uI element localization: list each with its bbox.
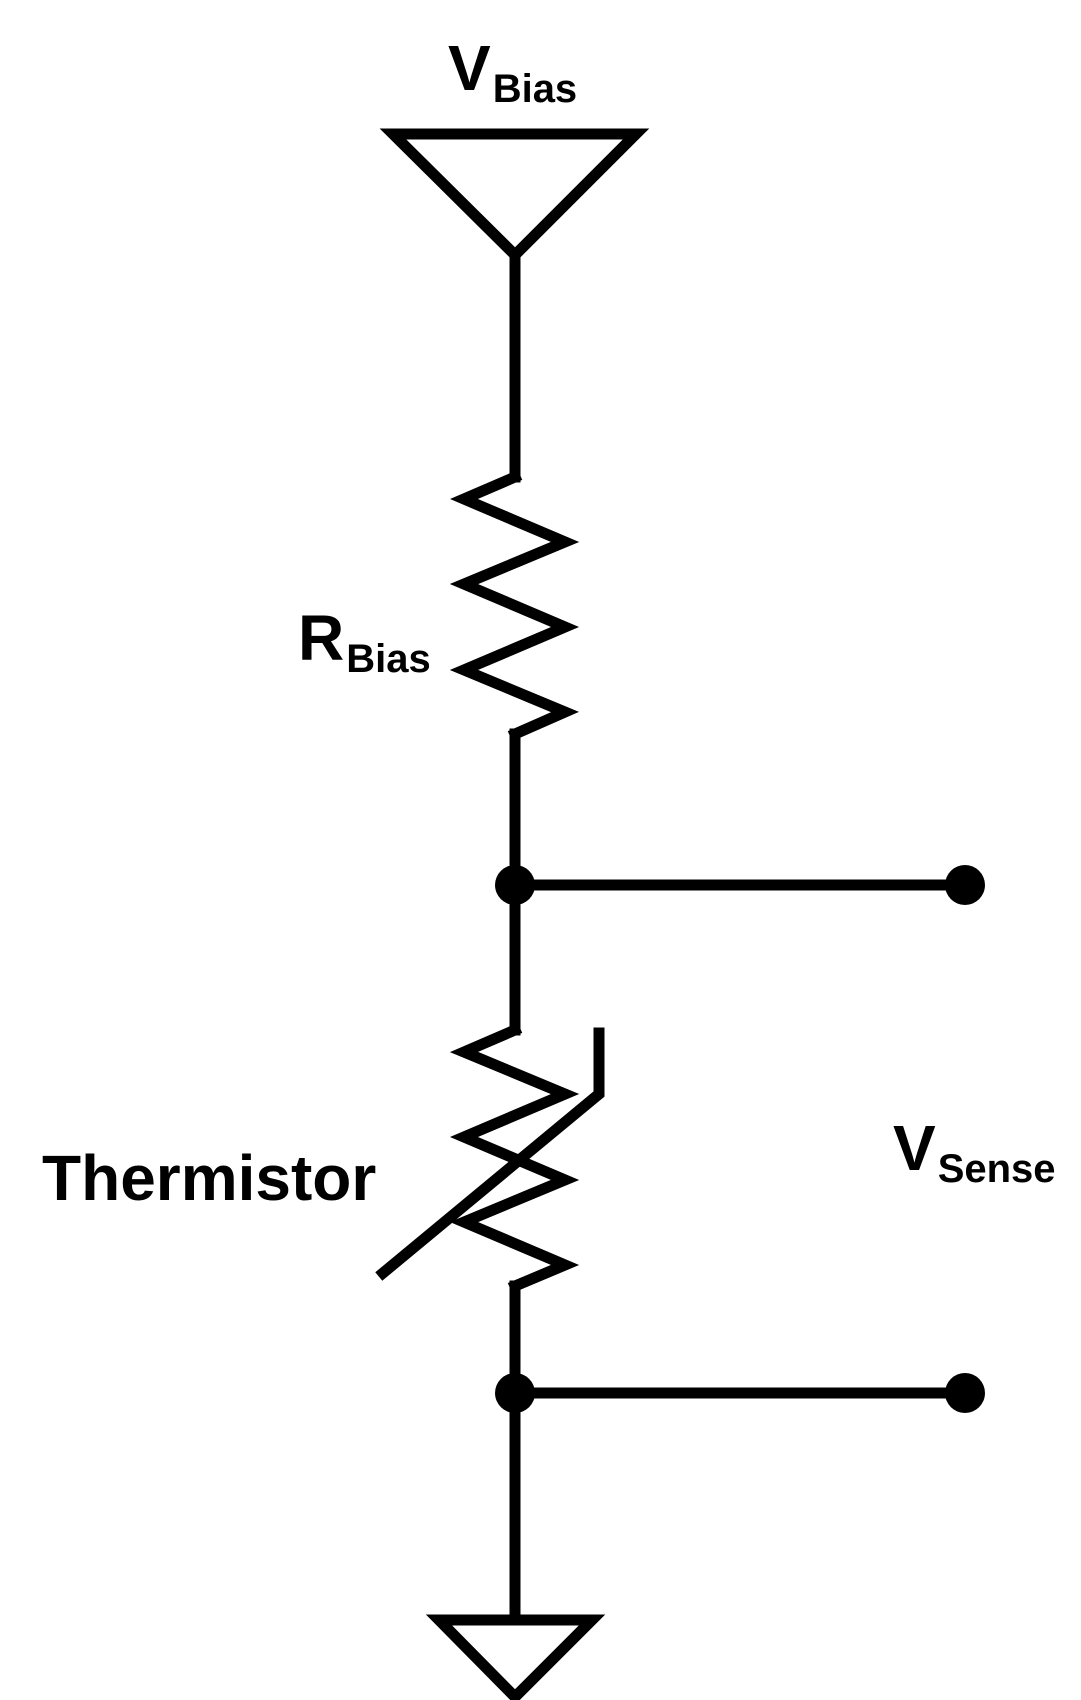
thermistor-label: Thermistor [42,1142,376,1214]
v-sense-label: VSense [893,1112,1056,1191]
v-sense-main: V [893,1112,936,1184]
bias-resistor-symbol [449,469,580,742]
supply-triangle-symbol [379,128,650,263]
v-bias-main: V [448,32,491,104]
v-sense-sub: Sense [938,1147,1056,1191]
thermistor-temperature-slash [375,1027,605,1281]
upper-output-terminal[interactable] [945,865,985,905]
lower-output-terminal[interactable] [945,1373,985,1413]
v-bias-label: VBias [448,32,577,111]
ground-triangle-symbol [425,1614,606,1700]
r-bias-sub: Bias [346,637,431,681]
v-bias-sub: Bias [493,67,578,111]
r-bias-main: R [298,602,344,674]
r-bias-label: RBias [298,602,431,681]
